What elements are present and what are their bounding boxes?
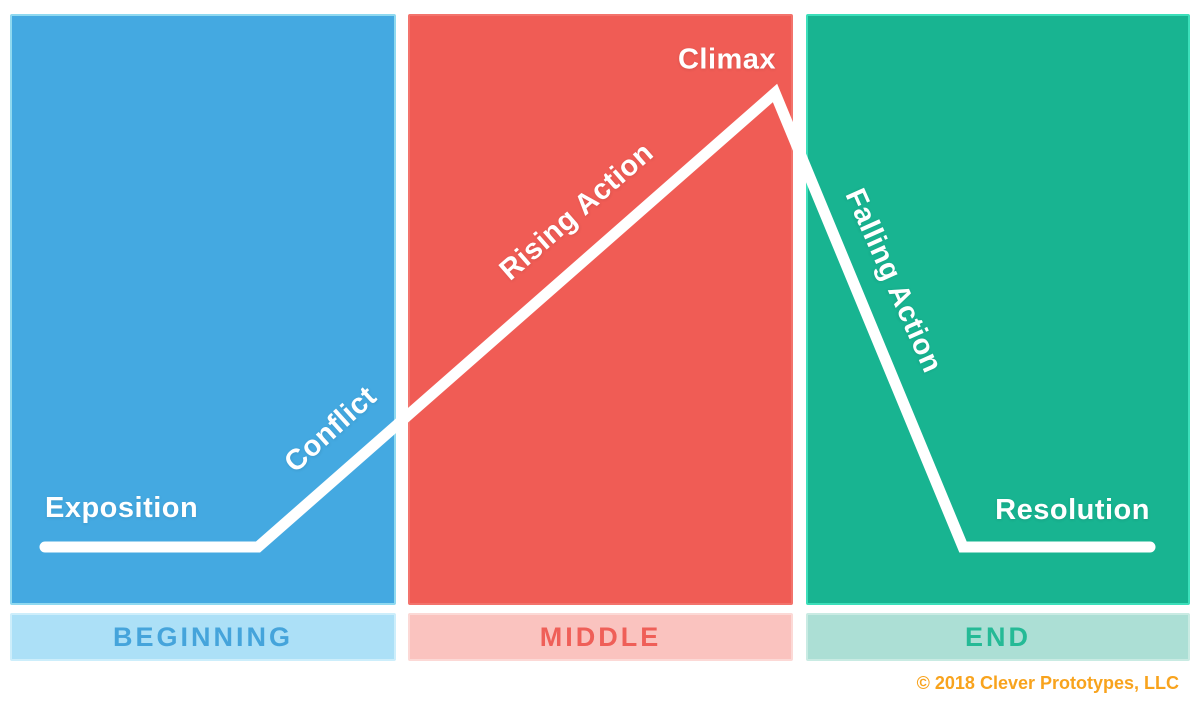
climax-label: Climax <box>677 43 777 76</box>
exposition-label: Exposition <box>45 492 199 524</box>
end-band-label: END <box>964 621 1031 652</box>
middle-panel <box>408 14 793 605</box>
resolution-label: Resolution <box>995 494 1150 526</box>
end-band: END <box>806 613 1190 661</box>
beginning-band: BEGINNING <box>10 613 396 661</box>
copyright-text: © 2018 Clever Prototypes, LLC <box>916 673 1179 693</box>
middle-band: MIDDLE <box>408 613 793 661</box>
middle-band-label: MIDDLE <box>539 621 662 652</box>
beginning-band-label: BEGINNING <box>112 621 293 652</box>
